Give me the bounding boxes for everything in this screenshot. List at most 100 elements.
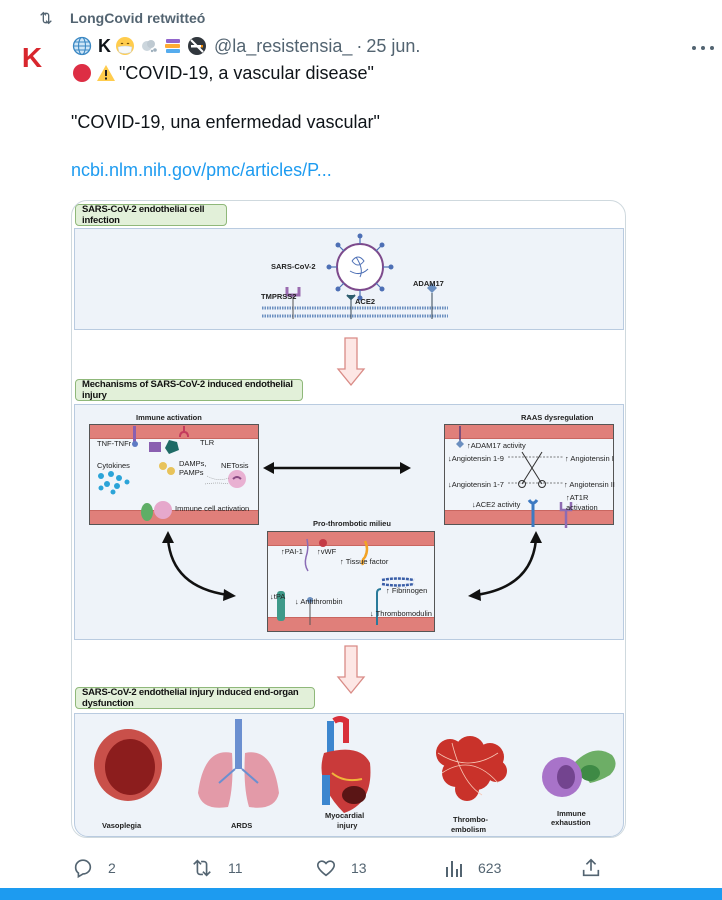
like-button[interactable]: 13 xyxy=(315,852,367,884)
label-angiotensin-1-9: ↓Angiotensin 1-9 xyxy=(448,454,504,463)
raas-title: RAAS dysregulation xyxy=(521,413,594,422)
pro-thrombotic-title: Pro-thrombotic milieu xyxy=(313,519,391,528)
thromboembolism-icon xyxy=(436,736,507,801)
organ-label: Thrombo- xyxy=(453,815,488,824)
label-cytokines: Cytokines xyxy=(97,461,130,470)
label-immune-cell-activation: Immune cell activation xyxy=(175,504,250,513)
tweet-text-line1: "COVID-19, a vascular disease" xyxy=(71,62,374,84)
vessel-wall xyxy=(445,510,613,524)
separator-dot: · xyxy=(356,35,363,56)
organ-label: injury xyxy=(337,821,358,830)
down-arrow-icon xyxy=(336,337,366,387)
vessel-wall xyxy=(445,425,613,439)
warning-icon xyxy=(95,62,117,84)
organ-label: Immune xyxy=(557,809,586,818)
organ-label: Vasoplegia xyxy=(102,821,142,830)
views-button[interactable]: 623 xyxy=(444,852,501,884)
dot-icon xyxy=(692,46,696,50)
views-count: 623 xyxy=(478,860,502,876)
tweet-actions: 2 11 13 623 xyxy=(0,852,722,884)
curved-arrow-icon xyxy=(468,531,542,601)
label-at1r: ↑AT1R xyxy=(566,493,589,502)
label-tpa: ↓tPA xyxy=(270,592,286,601)
organ-label: ARDS xyxy=(231,821,253,830)
down-arrow-icon xyxy=(336,645,366,695)
curved-arrow-icon xyxy=(162,531,236,601)
reply-icon xyxy=(74,859,92,879)
globe-icon xyxy=(71,35,93,57)
lungs-icon xyxy=(198,719,279,808)
heart-icon xyxy=(321,716,371,813)
retweet-icon xyxy=(193,859,211,877)
share-button[interactable] xyxy=(580,852,616,884)
author-handle[interactable]: @la_resistensia_ xyxy=(214,35,353,56)
analytics-icon xyxy=(446,861,462,877)
label-tissue-factor: ↑ Tissue factor xyxy=(340,557,389,566)
dot-icon xyxy=(701,46,705,50)
organ-illustrations xyxy=(94,716,616,813)
no-smoking-icon xyxy=(186,35,208,57)
label-tmprss2: TMPRSS2 xyxy=(261,292,297,301)
vasoplegia-vessel-icon xyxy=(94,729,162,801)
thrombotic-vessel xyxy=(267,531,435,632)
retweet-icon xyxy=(36,10,56,26)
more-options-button[interactable] xyxy=(692,38,714,58)
section-tag-mechanisms: Mechanisms of SARS-CoV-2 induced endothe… xyxy=(75,379,303,401)
label-damps: DAMPs, xyxy=(179,459,207,468)
tweet-header: K @la_resistensia_ · 25 jun. xyxy=(71,34,420,58)
label-tlr: TLR xyxy=(200,438,215,447)
label-pai-1: ↑PAI-1 xyxy=(281,547,303,556)
label-tnf: TNF-TNFr xyxy=(97,439,132,448)
retweet-button[interactable]: 11 xyxy=(190,852,243,884)
article-link[interactable]: ncbi.nlm.nih.gov/pmc/articles/P... xyxy=(71,160,332,180)
raas-illustration xyxy=(456,426,573,528)
retweeter-link[interactable]: LongCovid retwitteó xyxy=(70,10,206,26)
section-tag-end-organ: SARS-CoV-2 endothelial injury induced en… xyxy=(75,687,315,709)
tweet-text-english: "COVID-19, a vascular disease" xyxy=(119,62,374,83)
dot-icon xyxy=(710,46,714,50)
virus-membrane-illustration xyxy=(262,233,448,319)
organ-label: embolism xyxy=(451,825,487,834)
retweet-count: 11 xyxy=(228,860,243,876)
tweet-date[interactable]: 25 jun. xyxy=(366,35,421,56)
label-angiotensin-i: ↑ Angiotensin I xyxy=(565,454,614,463)
retweet-header: LongCovid retwitteó xyxy=(36,8,205,28)
immune-activation-title: Immune activation xyxy=(136,413,202,422)
label-pamps: PAMPs xyxy=(179,468,204,477)
label-ace2-activity: ↓ACE2 activity xyxy=(472,500,521,509)
label-angiotensin-ii: ↑ Angiotensin II xyxy=(564,480,615,489)
label-at1r-activation: activation xyxy=(566,503,598,512)
label-angiotensin-1-7: ↓Angiotensin 1-7 xyxy=(448,480,504,489)
author-name[interactable]: K xyxy=(98,35,111,56)
tweet-text-spanish: "COVID-19, una enfermedad vascular" xyxy=(71,112,380,132)
tweet-image[interactable]: SARS-CoV-2 endothelial cell infection SA xyxy=(71,200,626,838)
reply-button[interactable]: 2 xyxy=(72,852,116,884)
avatar[interactable]: K xyxy=(21,42,43,73)
share-icon xyxy=(582,858,600,877)
raas-vessel xyxy=(444,424,614,525)
label-netosis: NETosis xyxy=(221,461,249,470)
organ-label: exhaustion xyxy=(551,818,591,827)
vessel-wall xyxy=(90,510,258,524)
immune-activation-illustration xyxy=(98,426,246,521)
bottom-banner xyxy=(0,888,722,900)
organ-label: Myocardial xyxy=(325,811,365,820)
bidirectional-arrow-icon xyxy=(263,462,411,474)
reply-count: 2 xyxy=(108,860,116,876)
red-circle-icon xyxy=(71,62,93,84)
vessel-wall xyxy=(268,532,434,546)
label-sars-cov-2: SARS-CoV-2 xyxy=(271,262,316,271)
dash-icon xyxy=(138,35,160,57)
thrombotic-illustration xyxy=(277,538,415,625)
books-icon xyxy=(162,35,184,57)
label-thrombomodulin: ↓ Thrombomodulin xyxy=(370,609,432,618)
heart-icon xyxy=(316,860,336,877)
like-count: 13 xyxy=(351,860,367,876)
section-tag-infection: SARS-CoV-2 endothelial cell infection xyxy=(75,204,227,226)
label-adam17: ADAM17 xyxy=(413,279,444,288)
vessel-wall xyxy=(90,425,258,439)
label-ace2: ACE2 xyxy=(355,297,376,306)
label-antithrombin: ↓ Antithrombin xyxy=(295,597,343,606)
label-adam17-activity: ↑ADAM17 activity xyxy=(467,441,526,450)
label-fibrinogen: ↑ Fibrinogen xyxy=(386,586,428,595)
